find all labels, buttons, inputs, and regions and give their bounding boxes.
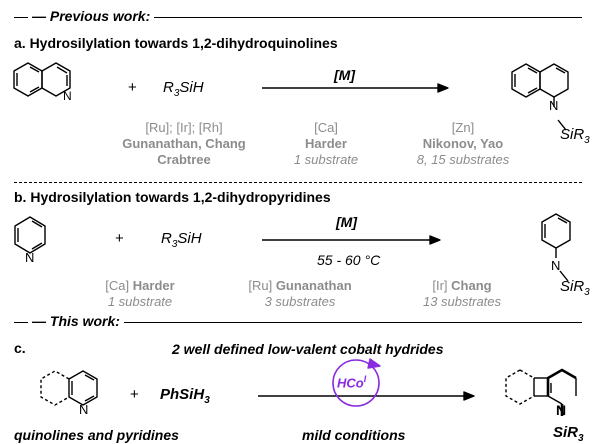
section-b-temperature: 55 - 60 °C	[317, 252, 381, 268]
pyridine-reactant	[14, 216, 46, 254]
hco-catalyst-label: HCoI	[337, 374, 367, 391]
previous-work-rule	[14, 17, 582, 18]
section-c-reagent: PhSiH3	[160, 386, 210, 406]
section-a-reagent: R3SiH	[163, 79, 204, 99]
section-b-title: b. Hydrosilylation towards 1,2-dihydropy…	[14, 189, 331, 205]
section-c-conditions: mild conditions	[302, 427, 406, 443]
ca-scope-b: 1 substrate	[107, 294, 173, 309]
catalytic-cycle-circle	[332, 359, 380, 407]
quinoline-pyridine-reactant	[40, 370, 98, 406]
ir-entry-b: [Ir] Chang	[432, 278, 492, 293]
section-c-substrates-label: quinolines and pyridines	[14, 427, 179, 443]
ru-scope-b: 3 substrates	[264, 294, 336, 309]
this-work-header: This work:	[49, 313, 120, 329]
section-a-title: a. Hydrosilylation towards 1,2-dihydroqu…	[14, 35, 338, 51]
ca-entry-b: [Ca] Harder	[105, 278, 175, 293]
ca-metal-a: [Ca]	[314, 120, 338, 135]
product-c-sir3: SiR3	[553, 424, 584, 444]
ru-ir-rh-metals: [Ru]; [Ir]; [Rh]	[145, 120, 223, 135]
section-c-subtitle: 2 well defined low-valent cobalt hydride…	[172, 341, 444, 357]
product-a-n: N	[549, 98, 559, 113]
product-b-sir3: SiR3	[560, 278, 590, 298]
quinoline-reactant	[13, 62, 71, 97]
product-a-sir3: SiR3	[560, 126, 590, 146]
dihydroquinoline-product	[511, 63, 569, 131]
dihydro-product-c	[505, 368, 577, 416]
ru-ir-rh-authors2: Crabtree	[157, 152, 211, 167]
ir-scope-b: 13 substrates	[422, 294, 502, 309]
section-c-label: c.	[14, 340, 26, 356]
ca-scope-a: 1 substrate	[293, 152, 359, 167]
section-b-reagent: R3SiH	[161, 230, 202, 250]
section-a-catalyst: [M]	[334, 67, 355, 83]
zn-scope: 8, 15 substrates	[416, 152, 510, 167]
ru-entry-b: [Ru] Gunanathan	[248, 278, 352, 293]
ca-author-a: Harder	[305, 136, 347, 151]
previous-work-header: Previous work:	[49, 8, 151, 24]
section-divider	[14, 182, 582, 183]
ru-ir-rh-authors1: Gunanathan, Chang	[122, 136, 246, 151]
this-work-rule	[14, 322, 582, 323]
section-b-catalyst: [M]	[336, 214, 357, 230]
zn-metal: [Zn]	[451, 120, 475, 135]
dihydropyridine-product	[541, 213, 571, 282]
zn-authors: Nikonov, Yao	[422, 136, 504, 151]
